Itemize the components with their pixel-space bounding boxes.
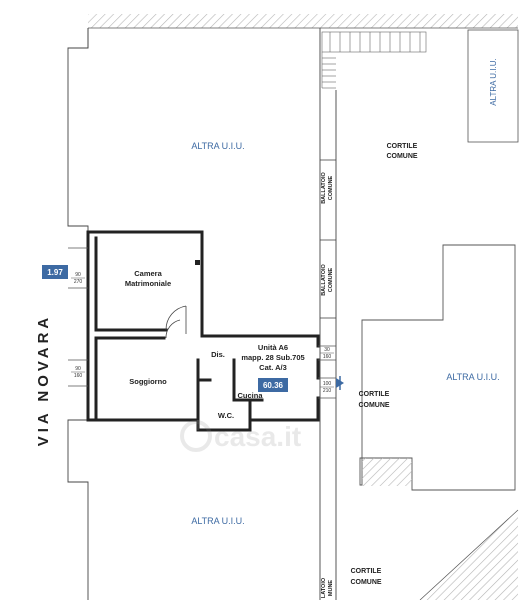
window-2-width: 90	[75, 366, 81, 372]
ballatoio-comune-label-1: COMUNE	[328, 175, 334, 200]
ballatoio-label-1: BALLATOIO	[321, 171, 327, 203]
right-middle-hatch	[362, 458, 412, 486]
altra-top-label: ALTRA U.I.U.	[191, 141, 244, 151]
ballatoio-walls	[320, 159, 336, 319]
right-middle-building	[359, 244, 516, 491]
altra-bottom-label: ALTRA U.I.U.	[191, 516, 244, 526]
room-cucina: Cucina	[237, 391, 263, 400]
right-bottom-diagonal	[419, 509, 519, 600]
cortile-label-1: CORTILE	[387, 143, 418, 150]
window-2-height: 160	[74, 373, 83, 379]
ballatoio-comune-label-2: COMUNE	[328, 267, 334, 292]
watermark-logo-icon	[180, 420, 212, 452]
room-camera-line1: Camera	[134, 269, 162, 278]
unit-line-1: Unità A6	[258, 343, 288, 352]
window-3-width: 30	[324, 347, 330, 353]
wall-dot	[195, 260, 200, 265]
staircase-top	[321, 31, 427, 89]
cortile-label-3: CORTILE	[351, 568, 382, 575]
area-badge-value: 60.36	[263, 381, 284, 390]
area-badge	[258, 378, 288, 392]
room-soggiorno: Soggiorno	[129, 377, 167, 386]
ballatoio-comune-label-3: MUNE	[328, 580, 334, 597]
watermark-text: casa.it	[214, 421, 301, 452]
altra-right-label: ALTRA U.I.U.	[446, 372, 499, 382]
building-outline	[67, 28, 337, 600]
street-name: VIA NOVARA	[35, 314, 52, 447]
altra-vertical-label: ALTRA U.I.U.	[489, 58, 498, 105]
unit-walls	[86, 230, 320, 432]
window-1-height: 270	[74, 279, 83, 285]
window-1-width: 90	[75, 272, 81, 278]
bedroom-door	[165, 305, 187, 339]
unit-line-3: Cat. A/3	[259, 363, 287, 372]
top-hatch-band	[88, 14, 518, 28]
room-camera-line2: Matrimoniale	[125, 279, 171, 288]
comune-label-1: COMUNE	[386, 153, 417, 160]
cortile-label-2: CORTILE	[359, 391, 390, 398]
room-wc: W.C.	[218, 411, 234, 420]
window-4-width: 100	[323, 381, 332, 387]
height-badge	[42, 265, 68, 279]
height-badge-value: 1.97	[47, 268, 63, 277]
right-top-building	[467, 29, 519, 143]
comune-label-2: COMUNE	[358, 402, 389, 409]
watermark: casa.it	[180, 420, 301, 452]
unit-line-2: mapp. 28 Sub.705	[241, 353, 304, 362]
window-3-height: 160	[323, 354, 332, 360]
comune-label-3: COMUNE	[350, 579, 381, 586]
window-4-height: 210	[323, 388, 332, 394]
window-markers	[68, 247, 336, 399]
ballatoio-label-3: LATOIO	[321, 577, 327, 598]
ballatoio-label-2: BALLATOIO	[321, 263, 327, 295]
room-dis: Dis.	[211, 350, 225, 359]
